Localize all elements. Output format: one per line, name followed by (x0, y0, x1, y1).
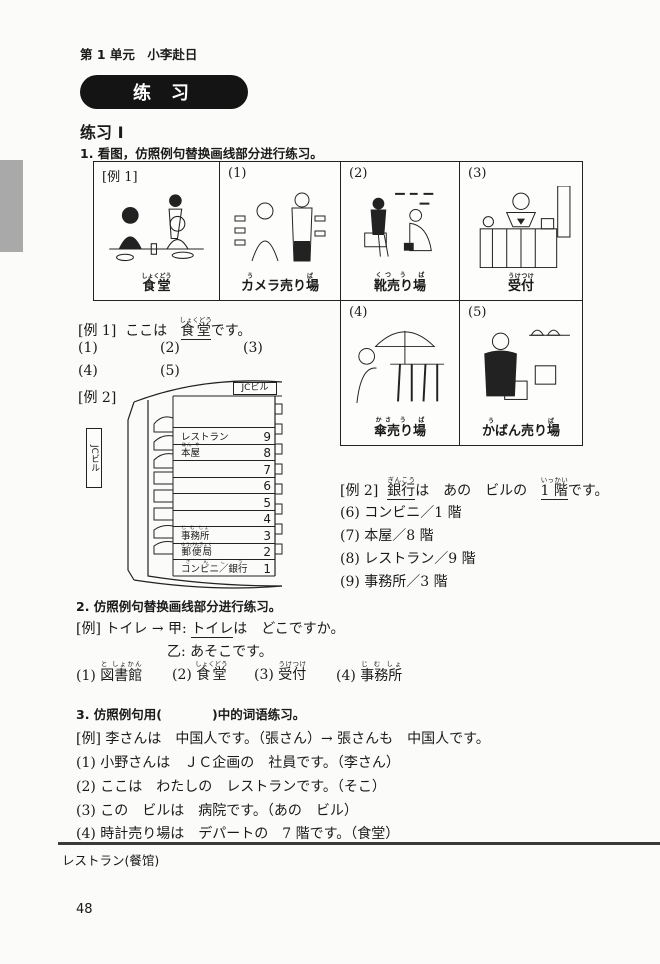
cell-caption: カメラ売り場う ば (240, 273, 319, 294)
cell-label: [例 1] (102, 170, 138, 185)
q3-item-2: (2) ここは わたしの レストランです。（そこ） (76, 779, 386, 795)
blank-4: (4) (78, 363, 98, 379)
chapter-side-tab (0, 160, 23, 252)
umbrella-counter-illustration (356, 330, 445, 404)
example-label: [例 2] (340, 483, 379, 499)
exercise-banner: 练习 (80, 75, 248, 109)
q2-example-b: 乙: あそこです。 (167, 644, 273, 660)
restaurant-illustration (109, 194, 204, 262)
cell-label: (1) (228, 166, 247, 181)
underlined-target: 銀行ぎんこう (387, 476, 416, 500)
building-name-sign: JCビル (233, 382, 277, 395)
q3-title: 3. 仿照例句用( )中的词语练习。 (76, 707, 306, 722)
floor-5: 5 (173, 493, 275, 510)
example2-sentence: [例 2] 銀行ぎんこうは あの ビルの 1 階いっかいです。 (340, 476, 609, 500)
picture-cell-3: (3) 受付うけつけ (459, 161, 583, 301)
example2-label: [例 2] (78, 390, 117, 406)
q2-example-a: [例] トイレ → 甲: トイレは どこですか。 (76, 621, 345, 638)
q3-item-4: (4) 時計売り場は デパートの 7 階です。（食堂） (76, 826, 400, 842)
q1-title: 1. 看图，仿照例句替换画线部分进行练习。 (80, 146, 323, 161)
shoe-counter-illustration (364, 192, 434, 257)
cell-label: (2) (349, 166, 368, 181)
unit-header: 第 1 单元 小李赴日 (80, 47, 198, 62)
vocab-footnote: レストラン(餐馆) (62, 853, 160, 868)
section-title: 练习 I (80, 123, 124, 142)
cell-caption: 受付うけつけ (507, 273, 534, 294)
underlined-target: トイレ (191, 621, 234, 638)
picture-cell-5: (5) かばん売り場う ば (459, 300, 583, 446)
blank-1: (1) (78, 340, 98, 356)
reception-illustration (479, 186, 571, 268)
practice-item-9: (9) 事務所／3 階 (340, 574, 448, 590)
q3-item-1: (1) 小野さんは ＪＣ企画の 社員です。（李さん） (76, 755, 400, 771)
underlined-target: 食堂しょくどう (179, 316, 212, 340)
example-text: ここは (125, 323, 168, 339)
cell-caption: 傘売り場かさ う ば (373, 417, 426, 439)
cell-label: (5) (468, 305, 487, 320)
picture-cell-1: (1) カメラ売り場う ば (219, 161, 341, 301)
blank-5: (5) (160, 363, 180, 379)
camera-counter-illustration (234, 192, 326, 262)
practice-item-6: (6) コンビニ／1 階 (340, 505, 462, 521)
cell-caption: かばん売り場う ば (481, 418, 560, 439)
cell-label: (3) (468, 166, 487, 181)
example1-sentence: [例 1] ここは 食堂しょくどうです。 (78, 316, 251, 340)
practice-item-7: (7) 本屋／8 階 (340, 528, 434, 544)
q2-item-2: (2) 食堂しょくどう (172, 660, 228, 683)
example-text: です。 (210, 323, 252, 339)
example-text: は あの ビルの (415, 483, 528, 499)
q3-item-3: (3) この ビルは 病院です。（あの ビル） (76, 803, 358, 819)
practice-item-8: (8) レストラン／9 階 (340, 551, 476, 567)
cell-label: (4) (349, 305, 368, 320)
cell-caption: 食堂しょくどう (141, 273, 172, 294)
bag-counter-illustration (484, 329, 570, 400)
picture-cell-2: (2) 靴売り場くつ う ば (340, 161, 460, 301)
q3-example: [例] 李さんは 中国人です。（張さん）→ 張さんも 中国人です。 (76, 731, 490, 747)
q2-item-1: (1) 図書館と しょかん (76, 660, 143, 684)
building-outline (127, 380, 283, 589)
blank-2: (2) (160, 340, 180, 356)
cell-caption: 靴売り場くつ う ば (373, 272, 426, 294)
building-side-sign: JCビル (86, 428, 102, 488)
example-text: です。 (567, 483, 609, 499)
blank-3: (3) (243, 340, 263, 356)
section-divider (58, 842, 660, 845)
q2-title: 2. 仿照例句替换画线部分进行练习。 (76, 599, 282, 614)
floor-4: 4 (173, 509, 275, 526)
underlined-target: 1 階いっかい (540, 476, 568, 500)
q2-item-3: (3) 受付うけつけ (254, 660, 307, 683)
picture-cell-4: (4) 傘売り場かさ う ば (340, 300, 460, 446)
floor-7: 7 (173, 460, 275, 477)
picture-cell-example: [例 1] 食堂しょくどう (93, 161, 220, 301)
q2-item-4: (4) 事務所じ む しょ (336, 660, 403, 684)
floor-6: 6 (173, 476, 275, 493)
page-number: 48 (76, 902, 93, 917)
example-label: [例 1] (78, 323, 117, 339)
